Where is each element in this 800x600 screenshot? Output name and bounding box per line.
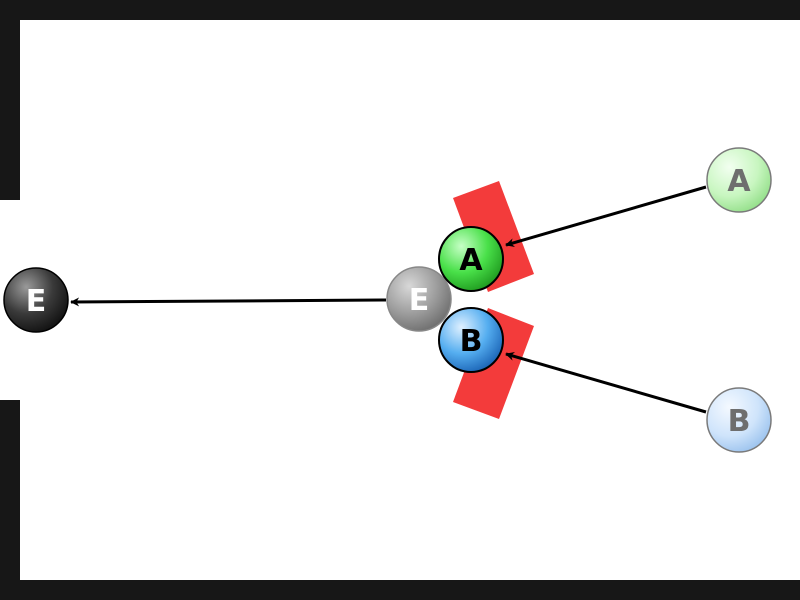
ball-enemy-now: E [386, 266, 452, 332]
ball-label: B [728, 404, 751, 439]
ball-a-now: A [438, 226, 504, 292]
ball-label: A [727, 164, 751, 199]
ball-label: E [26, 284, 47, 319]
arrow-enemy-to-goal [70, 297, 387, 307]
ball-label: E [409, 283, 430, 318]
ball-enemy-goal: E [3, 267, 69, 333]
ball-label: A [459, 243, 483, 278]
wall-top [0, 0, 800, 20]
ball-a-start: A [706, 147, 772, 213]
ball-b-start: B [706, 387, 772, 453]
wall-left-lower [0, 400, 20, 600]
arrow-b-start-to-b-now [505, 351, 707, 414]
wall-bottom [0, 580, 800, 600]
ball-label: B [460, 324, 483, 359]
ball-b-now: B [438, 307, 504, 373]
arrow-a-start-to-a-now [505, 185, 707, 248]
wall-left-upper [0, 0, 20, 200]
